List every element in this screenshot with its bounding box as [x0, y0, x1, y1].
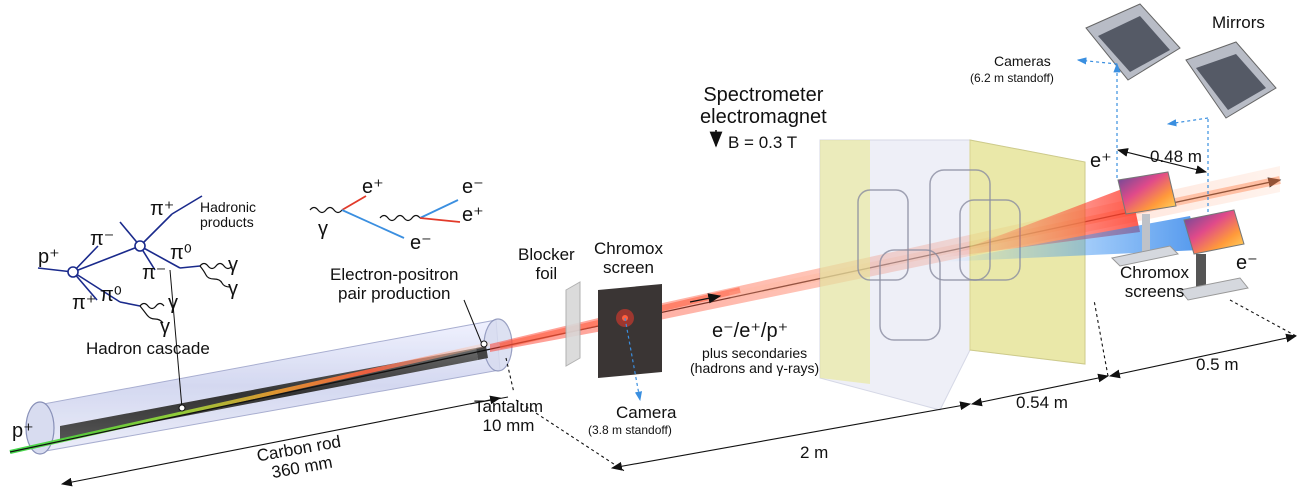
positron-label-2: e⁺: [462, 204, 484, 226]
positron-screen-label: e⁺: [1090, 150, 1112, 172]
proton-beam-label: p⁺: [12, 420, 34, 442]
pi-plus-label-2: π⁺: [72, 292, 97, 314]
distance-05-label: 0.5 m: [1196, 355, 1239, 374]
leader-lines: [169, 269, 483, 409]
positron-fan: [940, 186, 1140, 258]
chromox-screen-label: Chromox screen: [594, 239, 663, 277]
distance-2-label: 2 m: [800, 443, 829, 462]
hadron-cascade-sketch: [37, 195, 203, 307]
spectrometer-label: Spectrometer electromagnet: [700, 84, 827, 128]
mirror-2: [1185, 41, 1277, 119]
electron-screen: [1179, 209, 1249, 301]
hadronic-products-label: Hadronic products: [200, 199, 257, 231]
tantalum-label: Tantalum 10 mm: [474, 397, 543, 435]
pair-production-label: Electron-positron pair production: [330, 265, 459, 303]
pair-production-sketch: [309, 195, 461, 239]
pi-minus-label-1: π⁻: [90, 228, 115, 250]
gamma-label-2: γ: [228, 278, 238, 300]
distance-048-label: 0.48 m: [1150, 147, 1202, 166]
dimension-lines: [60, 148, 1298, 487]
electron-label-1: e⁻: [410, 232, 432, 254]
cameras-standoff-label: (6.2 m standoff): [970, 71, 1054, 85]
electron-fan: [940, 216, 1200, 262]
positron-label-1: e⁺: [362, 176, 384, 198]
electron-label-2: e⁻: [462, 176, 484, 198]
camera-label: Camera: [616, 403, 677, 422]
blocker-foil: [565, 281, 581, 367]
spectrometer-magnet: [819, 139, 1086, 411]
chromox-screens-label: Chromox screens: [1120, 263, 1189, 301]
distance-054-label: 0.54 m: [1016, 393, 1068, 412]
beam-content-label: e⁻/e⁺/p⁺: [712, 320, 789, 342]
positron-screen: [1110, 171, 1180, 267]
gamma-label-1: γ: [228, 254, 238, 276]
camera-standoff-label: (3.8 m standoff): [588, 423, 672, 437]
gamma-pair-label: γ: [318, 218, 328, 240]
blocker-foil-label: Blocker foil: [518, 245, 575, 283]
electron-screen-label: e⁻: [1236, 252, 1258, 274]
gamma-label-3: γ: [168, 292, 178, 314]
pi-zero-label-2: π⁰: [100, 284, 122, 306]
mirrors-label: Mirrors: [1212, 13, 1265, 32]
magnetic-field-label: B = 0.3 T: [728, 133, 798, 152]
cameras-label: Cameras: [994, 53, 1051, 69]
chromox-screen-1: [598, 284, 662, 402]
pi-zero-label-1: π⁰: [170, 242, 192, 264]
hadron-cascade-label: Hadron cascade: [86, 339, 210, 358]
gamma-wavy-lines: [139, 262, 233, 324]
proton-label-inset: p⁺: [38, 246, 60, 268]
gamma-label-4: γ: [160, 316, 170, 338]
secondaries-label: plus secondaries (hadrons and γ-rays): [690, 345, 820, 377]
mirror-1: [1085, 3, 1181, 81]
pi-minus-label-2: π⁻: [142, 262, 167, 284]
pi-plus-label-1: π⁺: [150, 198, 175, 220]
